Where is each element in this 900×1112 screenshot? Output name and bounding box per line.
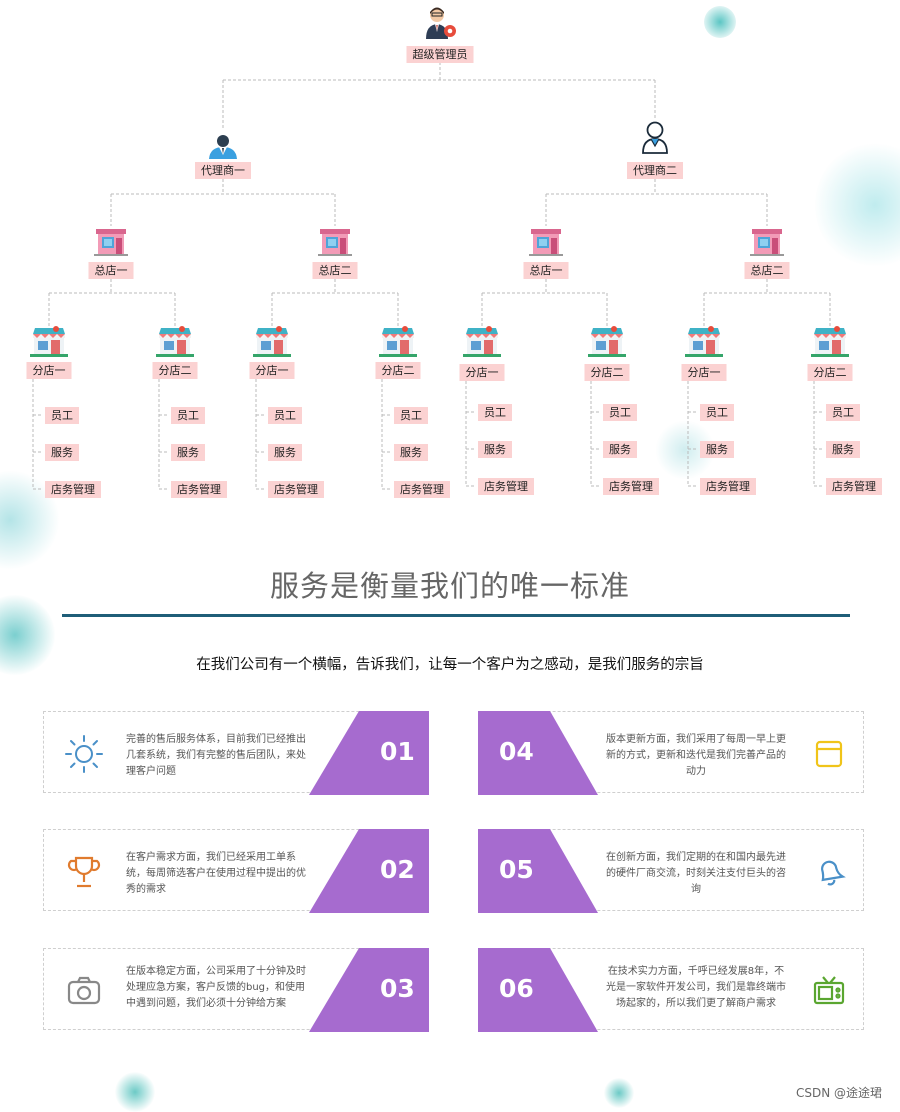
card-number-shape — [478, 711, 598, 795]
section-title: 服务是衡量我们的唯一标准 — [269, 569, 630, 603]
leaf-node[interactable]: 员工 — [394, 407, 428, 424]
window-icon — [809, 734, 849, 778]
store-icon — [750, 226, 784, 260]
admin-icon — [422, 5, 458, 45]
feature-card: 02 在客户需求方面，我们已经采用工单系统，每周筛选客户在使用过程中提出的优秀的需… — [43, 829, 429, 913]
leaf-node[interactable]: 员工 — [268, 407, 302, 424]
leaf-node[interactable]: 服务 — [603, 441, 637, 458]
leaf-node[interactable]: 服务 — [394, 444, 428, 461]
title-underline — [62, 614, 850, 617]
sun-icon — [64, 734, 104, 778]
branch-store-icon — [155, 325, 195, 361]
store-node[interactable]: 总店一 — [88, 262, 134, 279]
branch-store-icon — [252, 325, 292, 361]
feature-card: 01 完善的售后服务体系，目前我们已经推出几套系统，我们有完整的售后团队，来处理客… — [43, 711, 429, 795]
branch-store-icon — [378, 325, 418, 361]
branch-node[interactable]: 分店一 — [681, 364, 727, 381]
store-node[interactable]: 总店二 — [744, 262, 790, 279]
leaf-node[interactable]: 服务 — [700, 441, 734, 458]
leaf-node[interactable]: 店务管理 — [826, 478, 882, 495]
leaf-node[interactable]: 服务 — [45, 444, 79, 461]
leaf-node[interactable]: 员工 — [700, 404, 734, 421]
card-number-shape — [309, 829, 429, 913]
agent-node[interactable]: 代理商一 — [195, 162, 251, 179]
card-number-shape-fill — [478, 711, 598, 795]
card-text: 在客户需求方面，我们已经采用工单系统，每周筛选客户在使用过程中提出的优秀的需求 — [126, 852, 306, 895]
leaf-node[interactable]: 店务管理 — [603, 478, 659, 495]
card-number-shape-fill — [309, 829, 429, 913]
card-number: 04 — [499, 737, 534, 766]
leaf-node[interactable]: 店务管理 — [478, 478, 534, 495]
agent-manager-icon — [207, 133, 239, 163]
root-node[interactable]: 超级管理员 — [406, 46, 474, 63]
decor-blob — [604, 1078, 634, 1108]
card-text: 在创新方面，我们定期的在和国内最先进的硬件厂商交流，时刻关注支付巨头的咨询 — [606, 852, 786, 895]
section-subtitle: 在我们公司有一个横幅，告诉我们，让每一个客户为之感动，是我们服务的宗旨 — [196, 657, 704, 673]
bell-icon — [809, 852, 849, 896]
store-icon — [94, 226, 128, 260]
card-number-shape — [478, 829, 598, 913]
card-number-shape — [309, 948, 429, 1032]
branch-store-icon — [684, 325, 724, 361]
branch-store-icon — [810, 325, 850, 361]
leaf-node[interactable]: 服务 — [826, 441, 860, 458]
store-icon — [318, 226, 352, 260]
branch-node[interactable]: 分店一 — [249, 362, 295, 379]
leaf-node[interactable]: 员工 — [826, 404, 860, 421]
card-number-shape-fill — [309, 711, 429, 795]
store-icon — [529, 226, 563, 260]
branch-node[interactable]: 分店二 — [584, 364, 630, 381]
branch-store-icon — [587, 325, 627, 361]
card-number: 01 — [380, 737, 415, 766]
branch-node[interactable]: 分店二 — [807, 364, 853, 381]
card-number: 05 — [499, 855, 534, 884]
org-tree-lines — [32, 62, 831, 490]
leaf-node[interactable]: 服务 — [268, 444, 302, 461]
card-number-shape — [478, 948, 598, 1032]
leaf-node[interactable]: 店务管理 — [45, 481, 101, 498]
agent-node[interactable]: 代理商二 — [627, 162, 683, 179]
leaf-node[interactable]: 店务管理 — [700, 478, 756, 495]
card-text: 版本更新方面，我们采用了每周一早上更新的方式，更新和迭代是我们完善产品的动力 — [606, 734, 786, 777]
agent-user-icon — [640, 120, 670, 158]
branch-store-icon — [29, 325, 69, 361]
camera-icon — [64, 971, 104, 1015]
leaf-node[interactable]: 员工 — [603, 404, 637, 421]
branch-store-icon — [462, 325, 502, 361]
branch-node[interactable]: 分店一 — [26, 362, 72, 379]
leaf-node[interactable]: 员工 — [45, 407, 79, 424]
decor-blob — [115, 1072, 155, 1112]
card-number: 03 — [380, 974, 415, 1003]
leaf-node[interactable]: 服务 — [171, 444, 205, 461]
feature-card: 06 在技术实力方面，千呼已经发展8年，不光是一家软件开发公司，我们是靠终端市场起… — [478, 948, 864, 1032]
leaf-node[interactable]: 员工 — [171, 407, 205, 424]
watermark: CSDN @途途珺 — [795, 1086, 882, 1100]
card-number-shape-fill — [309, 948, 429, 1032]
store-node[interactable]: 总店二 — [312, 262, 358, 279]
card-number-shape — [309, 711, 429, 795]
leaf-node[interactable]: 员工 — [478, 404, 512, 421]
card-text: 在版本稳定方面，公司采用了十分钟及时处理应急方案，客户反馈的bug，和使用中遇到… — [126, 966, 306, 1009]
card-number-shape-fill — [478, 948, 598, 1032]
card-text: 完善的售后服务体系，目前我们已经推出几套系统，我们有完整的售后团队，来处理客户问… — [126, 734, 306, 777]
branch-node[interactable]: 分店一 — [459, 364, 505, 381]
card-number-shape-fill — [478, 829, 598, 913]
leaf-node[interactable]: 服务 — [478, 441, 512, 458]
card-number: 02 — [380, 855, 415, 884]
card-number: 06 — [499, 974, 534, 1003]
feature-card: 05 在创新方面，我们定期的在和国内最先进的硬件厂商交流，时刻关注支付巨头的咨询 — [478, 829, 864, 913]
leaf-node[interactable]: 店务管理 — [268, 481, 324, 498]
feature-card: 04 版本更新方面，我们采用了每周一早上更新的方式，更新和迭代是我们完善产品的动力 — [478, 711, 864, 795]
feature-card: 03 在版本稳定方面，公司采用了十分钟及时处理应急方案，客户反馈的bug，和使用中… — [43, 948, 429, 1032]
leaf-node[interactable]: 店务管理 — [171, 481, 227, 498]
tv-icon — [809, 971, 849, 1015]
branch-node[interactable]: 分店二 — [152, 362, 198, 379]
trophy-icon — [64, 852, 104, 896]
branch-node[interactable]: 分店二 — [375, 362, 421, 379]
card-text: 在技术实力方面，千呼已经发展8年，不光是一家软件开发公司，我们是靠终端市场起家的… — [606, 966, 786, 1009]
store-node[interactable]: 总店一 — [523, 262, 569, 279]
leaf-node[interactable]: 店务管理 — [394, 481, 450, 498]
